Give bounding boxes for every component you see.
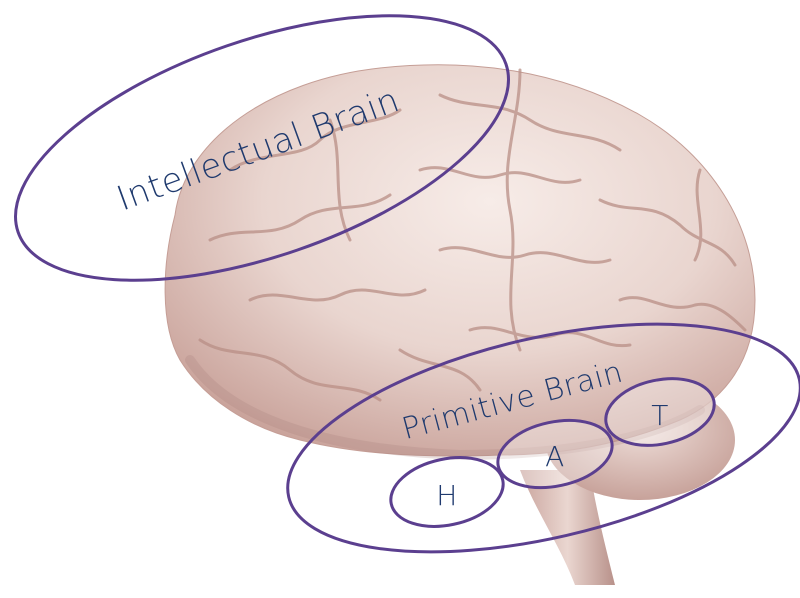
t-label: T — [651, 399, 669, 432]
h-label: H — [436, 479, 458, 512]
a-label: A — [545, 440, 565, 473]
h-region: H — [384, 448, 509, 536]
